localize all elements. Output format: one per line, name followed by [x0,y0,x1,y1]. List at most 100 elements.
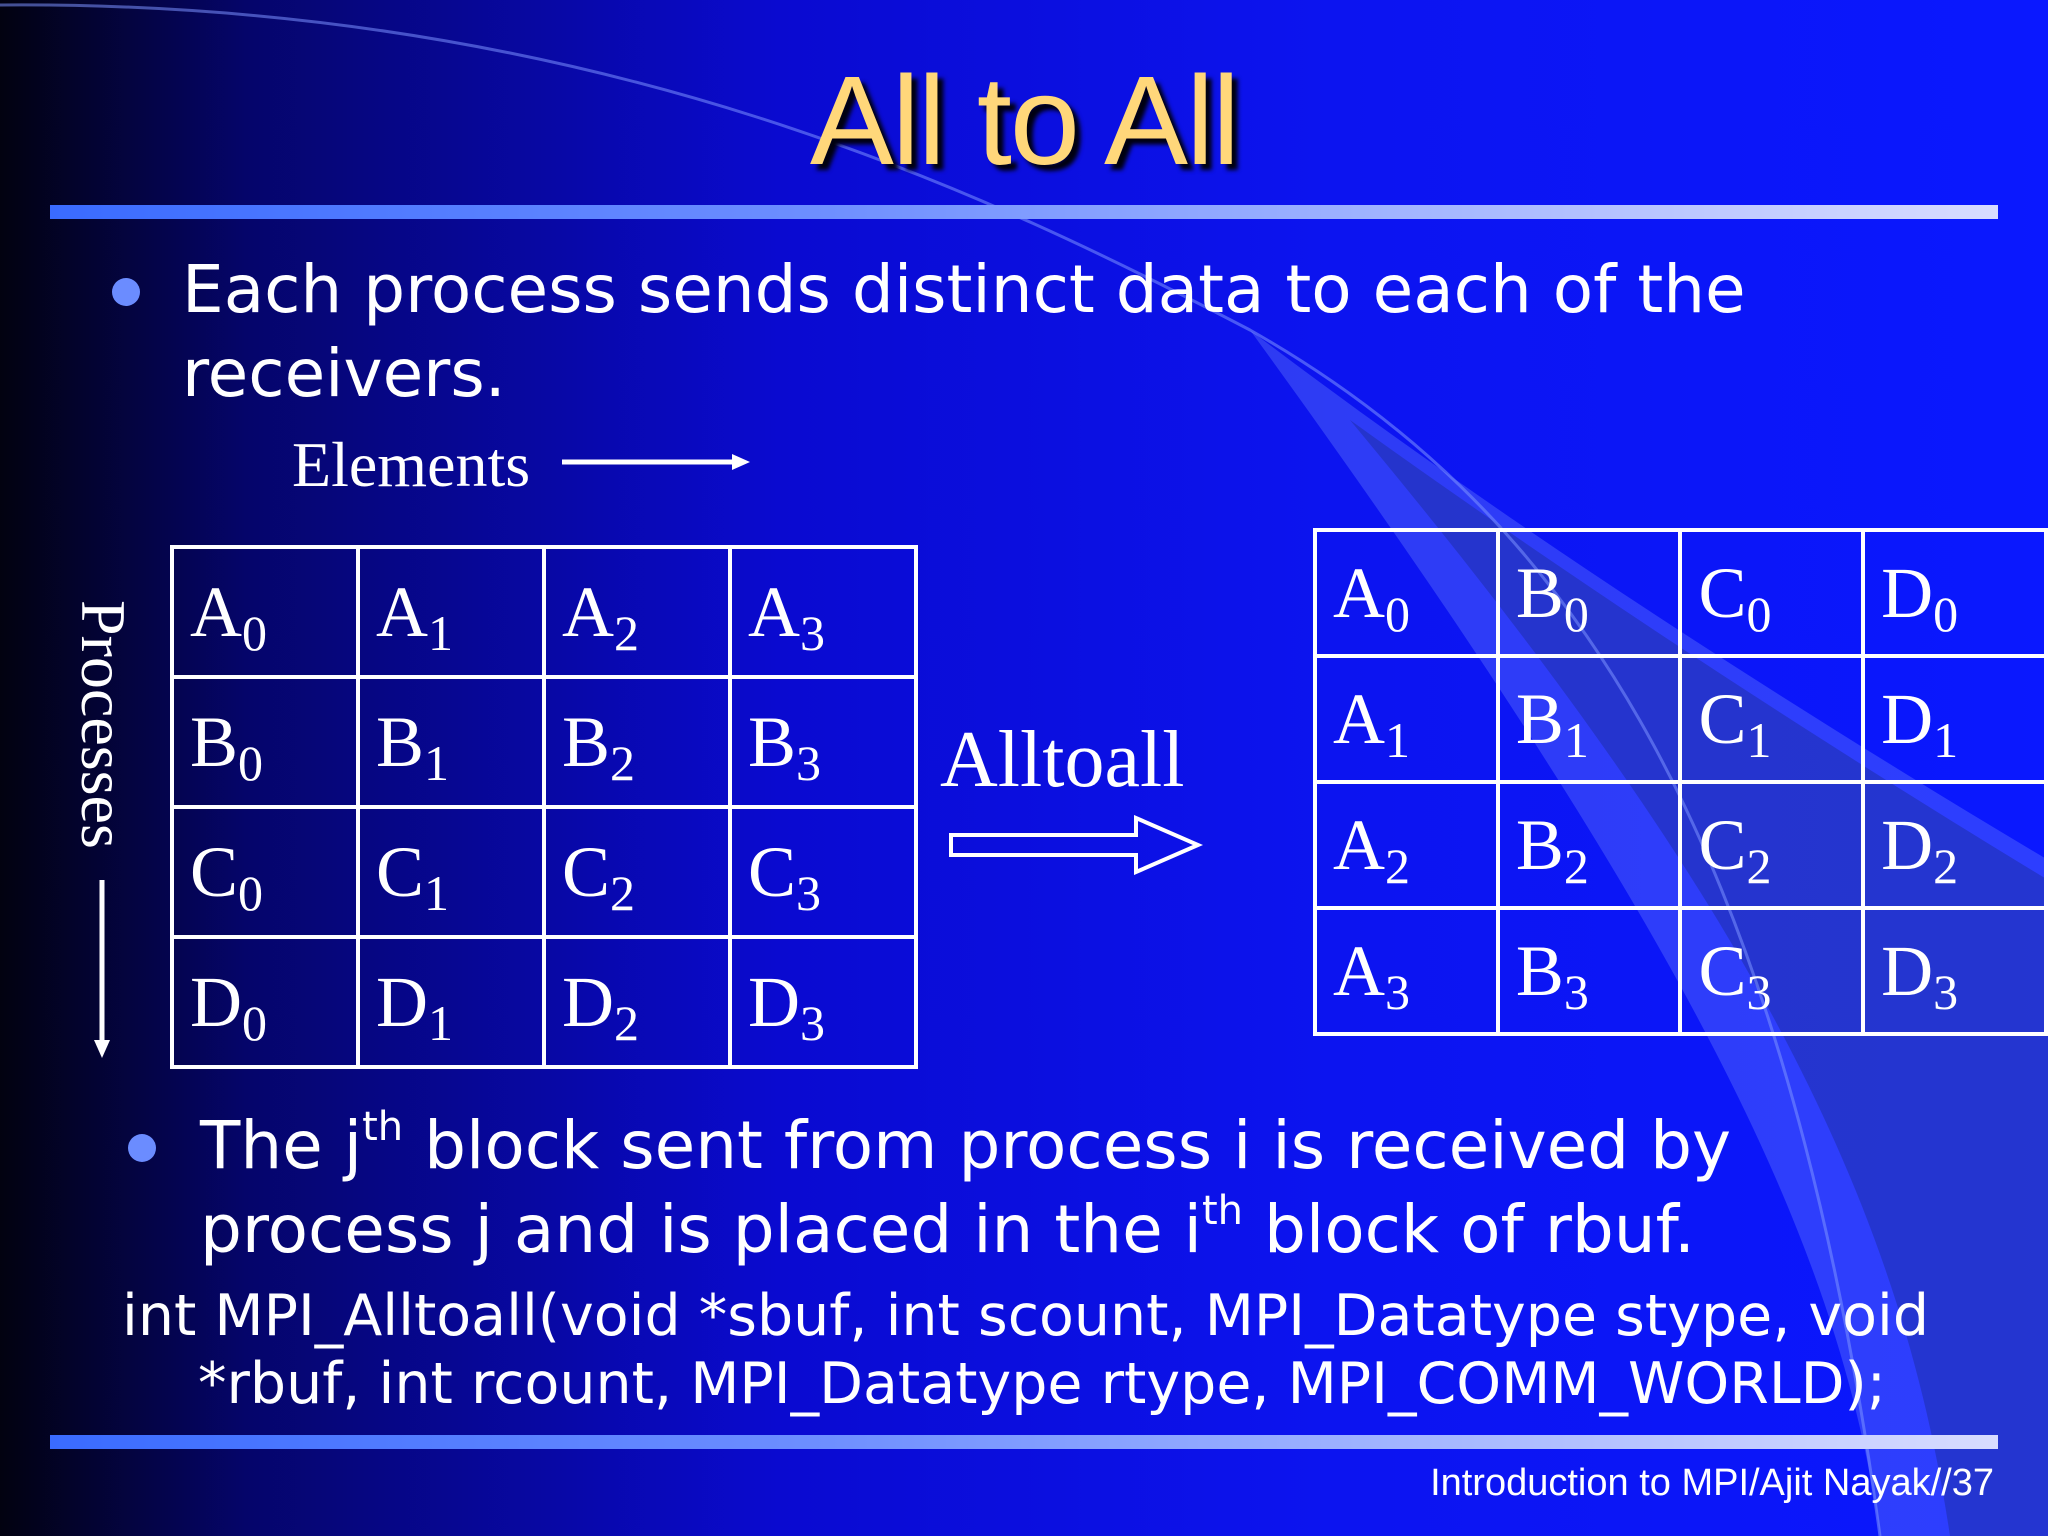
cell-index: 2 [1933,837,1959,894]
elements-label: Elements [292,428,530,502]
cell-index: 3 [1746,963,1772,1020]
cell-letter: B [376,701,425,782]
grid-cell: A2 [1313,780,1500,910]
cell-index: 0 [1746,585,1772,642]
cell-index: 1 [424,864,450,921]
grid-cell: A0 [1313,528,1500,658]
cell-index: 3 [1385,963,1410,1020]
cell-index: 2 [610,734,636,791]
grid-cell: D3 [728,935,918,1069]
cell-letter: D [190,961,242,1042]
cell-letter: A [748,571,800,652]
grid-cell: B1 [356,675,546,809]
cell-letter: A [1333,930,1385,1011]
cell-letter: B [190,701,239,782]
grid-cell: A0 [170,545,360,679]
footer-divider [50,1435,1998,1449]
elements-label-text: Elements [292,429,531,500]
cell-letter: B [1515,804,1564,885]
cell-index: 2 [1563,837,1589,894]
cell-index: 1 [1746,711,1772,768]
cell-index: 0 [238,864,264,921]
grid-cell: B2 [542,675,732,809]
cell-letter: B [748,701,797,782]
cell-letter: A [190,571,242,652]
grid-cell: D0 [170,935,360,1069]
slide-title: All to All [809,50,1240,191]
title-divider [50,205,1998,219]
code-line-1: int MPI_Alltoall(void *sbuf, int scount,… [122,1283,1930,1349]
cell-letter: C [562,831,611,912]
cell-index: 0 [238,734,264,791]
grid-cell: B1 [1495,654,1683,784]
cell-index: 2 [1385,837,1410,894]
grid-cell: D1 [1861,654,2048,784]
cell-letter: C [1698,804,1747,885]
cell-letter: C [1698,552,1747,633]
cell-letter: B [1515,930,1564,1011]
cell-letter: A [1333,678,1385,759]
cell-letter: D [1881,552,1934,633]
cell-index: 2 [610,864,636,921]
bullet-dot [112,278,140,306]
grid-cell: C1 [1678,654,1866,784]
grid-cell: C0 [1678,528,1866,658]
grid-cell: B2 [1495,780,1683,910]
cell-index: 1 [1933,711,1959,768]
grid-cell: C3 [1678,906,1866,1036]
cell-letter: A [376,571,428,652]
code-line-2: *rbuf, int rcount, MPI_Datatype rtype, M… [198,1351,1886,1417]
grid-cell: C2 [542,805,732,939]
processes-label: Processes [68,600,139,849]
cell-letter: A [1333,552,1385,633]
elements-arrow [562,454,750,470]
cell-index: 0 [1933,585,1959,642]
cell-index: 0 [242,604,267,661]
cell-letter: C [190,831,239,912]
cell-index: 3 [1563,963,1589,1020]
cell-index: 2 [614,994,639,1051]
bullet-text-1: Each process sends distinct data to each… [182,251,1746,412]
cell-letter: C [376,831,425,912]
transform-arrow [949,815,1204,875]
grid-cell: B3 [728,675,918,809]
grid-cell: D2 [542,935,732,1069]
cell-index: 2 [1746,837,1772,894]
cell-letter: B [1515,678,1564,759]
grid-cell: C1 [356,805,546,939]
footer-text: Introduction to MPI/Ajit Nayak//37 [1430,1462,1994,1504]
cell-letter: D [748,961,800,1042]
cell-index: 2 [614,604,639,661]
cell-letter: D [1881,930,1934,1011]
grid-cell: B0 [1495,528,1683,658]
bullet-text-2: The jth block sent from process i is rec… [200,1104,1732,1268]
cell-index: 3 [800,604,825,661]
operation-label: Alltoall [940,716,1185,804]
cell-index: 0 [1385,585,1410,642]
cell-index: 1 [1563,711,1589,768]
cell-letter: D [376,961,428,1042]
cell-index: 0 [242,994,267,1051]
cell-letter: D [1881,804,1934,885]
cell-index: 3 [796,864,822,921]
cell-index: 1 [428,994,453,1051]
grid-cell: B0 [170,675,360,809]
processes-arrow [94,880,110,1058]
grid-cell: A2 [542,545,732,679]
cell-letter: D [1881,678,1934,759]
grid-cell: B3 [1495,906,1683,1036]
grid-cell: D1 [356,935,546,1069]
bullet-dot [128,1134,156,1162]
cell-index: 3 [800,994,825,1051]
grid-cell: A1 [356,545,546,679]
cell-letter: C [748,831,797,912]
